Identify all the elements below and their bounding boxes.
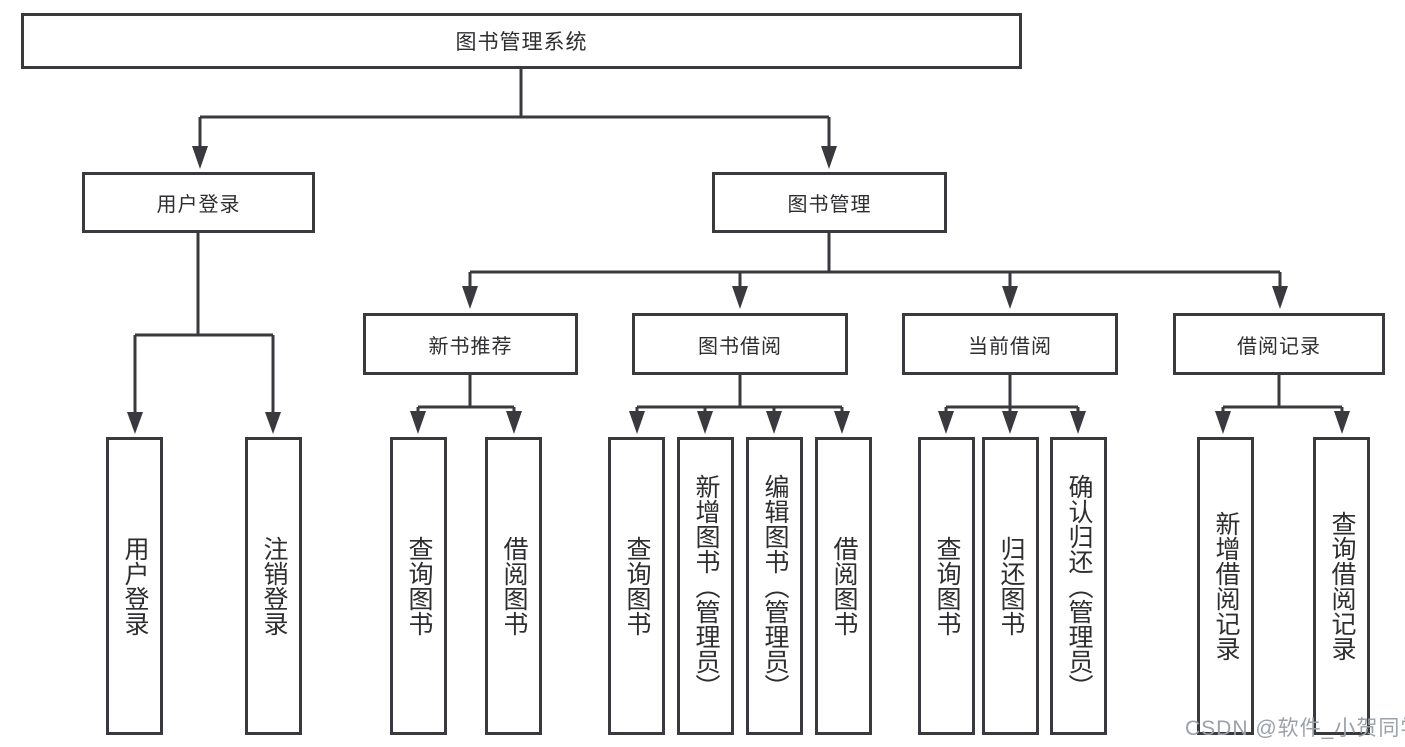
arrowhead <box>462 286 478 309</box>
node-borrow-records: 借阅记录 <box>1173 313 1385 375</box>
arrowhead <box>1002 286 1018 309</box>
arrowhead <box>834 411 850 434</box>
arrowhead <box>629 411 645 434</box>
arrowhead <box>1334 411 1350 434</box>
arrowhead <box>506 411 522 434</box>
leaf-borrow-books: 借阅图书 <box>815 437 872 735</box>
leaf-logout: 注销登录 <box>245 437 302 735</box>
leaf-add-book-admin: 新增图书（管理员） <box>677 437 734 735</box>
node-book-management: 图书管理 <box>712 172 947 233</box>
arrowhead <box>127 412 143 434</box>
arrowhead <box>821 146 837 169</box>
arrowhead <box>1002 411 1018 434</box>
leaf-return-book: 归还图书 <box>982 437 1039 735</box>
arrowhead <box>938 411 954 434</box>
leaf-query-books-current: 查询图书 <box>918 437 975 735</box>
arrowhead <box>410 411 426 434</box>
node-new-book-recommend: 新书推荐 <box>363 313 578 375</box>
arrowhead <box>732 286 748 309</box>
leaf-query-books-recommend: 查询图书 <box>390 437 447 735</box>
node-user-login: 用户登录 <box>82 172 315 233</box>
leaf-add-borrow-record: 新增借阅记录 <box>1197 437 1254 735</box>
arrowhead <box>1272 286 1288 309</box>
leaf-query-books-borrow: 查询图书 <box>608 437 665 735</box>
watermark: CSDN @软件_小贺同学 <box>1185 717 1405 740</box>
arrowhead <box>766 411 782 434</box>
leaf-query-borrow-record: 查询借阅记录 <box>1313 437 1370 735</box>
arrowhead <box>192 146 208 169</box>
leaf-borrow-books-recommend: 借阅图书 <box>485 437 542 735</box>
leaf-edit-book-admin: 编辑图书（管理员） <box>746 437 803 735</box>
node-book-borrow: 图书借阅 <box>632 313 848 375</box>
arrowhead <box>1070 411 1086 434</box>
arrowhead <box>1215 411 1231 434</box>
leaf-confirm-return-admin: 确认归还（管理员） <box>1050 437 1107 735</box>
node-library-system: 图书管理系统 <box>21 13 1022 69</box>
arrowhead <box>697 411 713 434</box>
leaf-user-login: 用户登录 <box>106 437 163 735</box>
arrowhead <box>265 412 281 434</box>
node-current-borrow: 当前借阅 <box>902 313 1118 375</box>
